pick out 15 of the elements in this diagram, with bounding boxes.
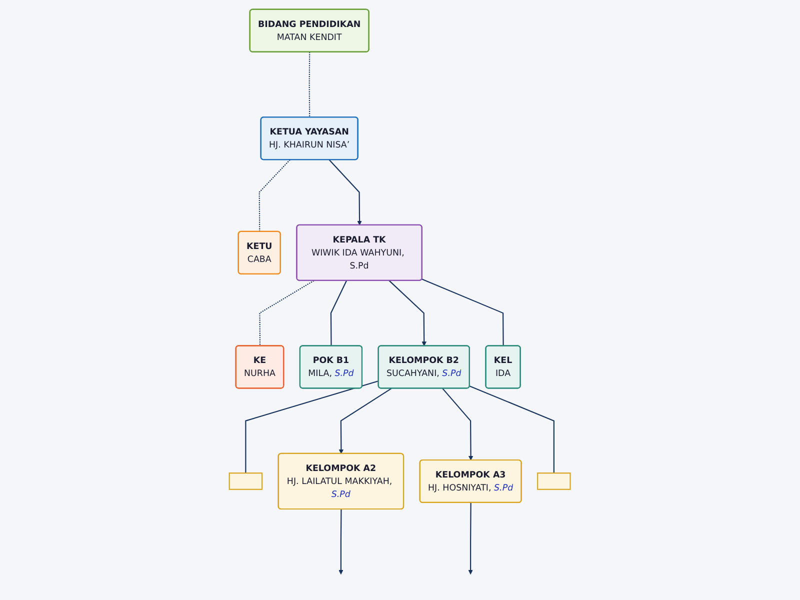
arrow bbox=[442, 388, 474, 460]
arrow bbox=[389, 280, 427, 346]
node-box bbox=[537, 472, 571, 490]
node-box bbox=[229, 472, 263, 490]
arrow bbox=[468, 502, 474, 575]
arrow bbox=[338, 509, 344, 575]
connector bbox=[470, 386, 555, 474]
arrow bbox=[338, 388, 392, 454]
connector bbox=[259, 280, 314, 346]
connector bbox=[259, 159, 290, 232]
connector bbox=[330, 280, 348, 346]
connector bbox=[245, 380, 379, 474]
connector bbox=[422, 278, 504, 346]
arrow bbox=[329, 159, 362, 226]
connector bbox=[308, 52, 310, 118]
